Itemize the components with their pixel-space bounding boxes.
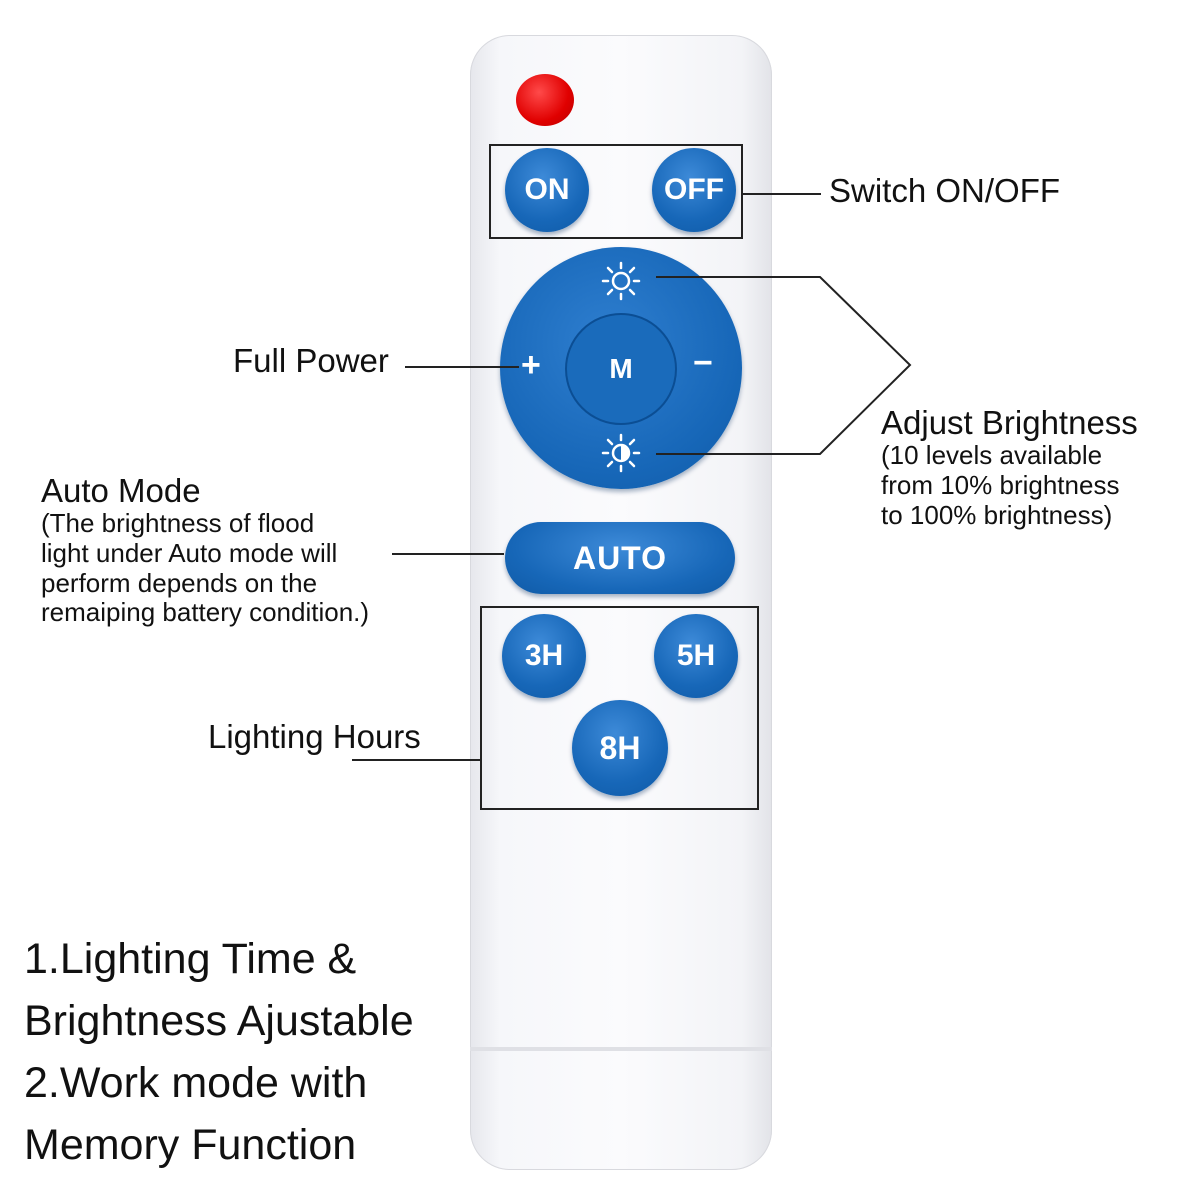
adjust-brightness-title: Adjust Brightness	[881, 404, 1138, 441]
m-button[interactable]: M	[565, 313, 677, 425]
feature-line-3: 2.Work mode with	[24, 1059, 368, 1107]
off-button[interactable]: OFF	[652, 148, 736, 232]
indicator-led	[516, 74, 574, 126]
adjust-line-1: (10 levels available	[881, 440, 1103, 470]
on-button[interactable]: ON	[505, 148, 589, 232]
8h-button[interactable]: 8H	[572, 700, 668, 796]
5h-button[interactable]: 5H	[654, 614, 738, 698]
adjust-line-2: from 10% brightness	[881, 470, 1120, 500]
auto-leader-line	[392, 553, 504, 555]
brightness-up-icon[interactable]	[598, 258, 644, 304]
feature-line-4: Memory Function	[24, 1121, 357, 1169]
hours-leader-line	[352, 759, 480, 761]
brightness-bracket-lines	[656, 276, 912, 455]
switch-label: Switch ON/OFF	[829, 172, 1061, 209]
auto-line-2: light under Auto mode will	[41, 538, 338, 568]
switch-leader-line	[743, 193, 821, 195]
full-power-leader-line	[405, 366, 519, 368]
battery-cover-seam	[470, 1047, 772, 1051]
on-off-highlight-box	[489, 144, 743, 239]
brightness-down-icon[interactable]	[598, 430, 644, 476]
adjust-line-3: to 100% brightness)	[881, 500, 1113, 530]
auto-mode-title: Auto Mode	[41, 472, 201, 509]
auto-line-1: (The brightness of flood	[41, 508, 315, 538]
plus-button[interactable]: +	[521, 346, 541, 384]
auto-line-3: perform depends on the	[41, 568, 318, 598]
minus-button[interactable]: −	[693, 344, 713, 382]
full-power-label: Full Power	[233, 342, 389, 379]
feature-line-1: 1.Lighting Time &	[24, 935, 357, 983]
3h-button[interactable]: 3H	[502, 614, 586, 698]
hours-highlight-box	[480, 606, 759, 810]
remote-body	[470, 35, 772, 1170]
feature-line-2: Brightness Ajustable	[24, 997, 414, 1045]
auto-button[interactable]: AUTO	[505, 522, 735, 594]
auto-line-4: remaiping battery condition.)	[41, 597, 370, 627]
lighting-hours-label: Lighting Hours	[208, 718, 421, 755]
